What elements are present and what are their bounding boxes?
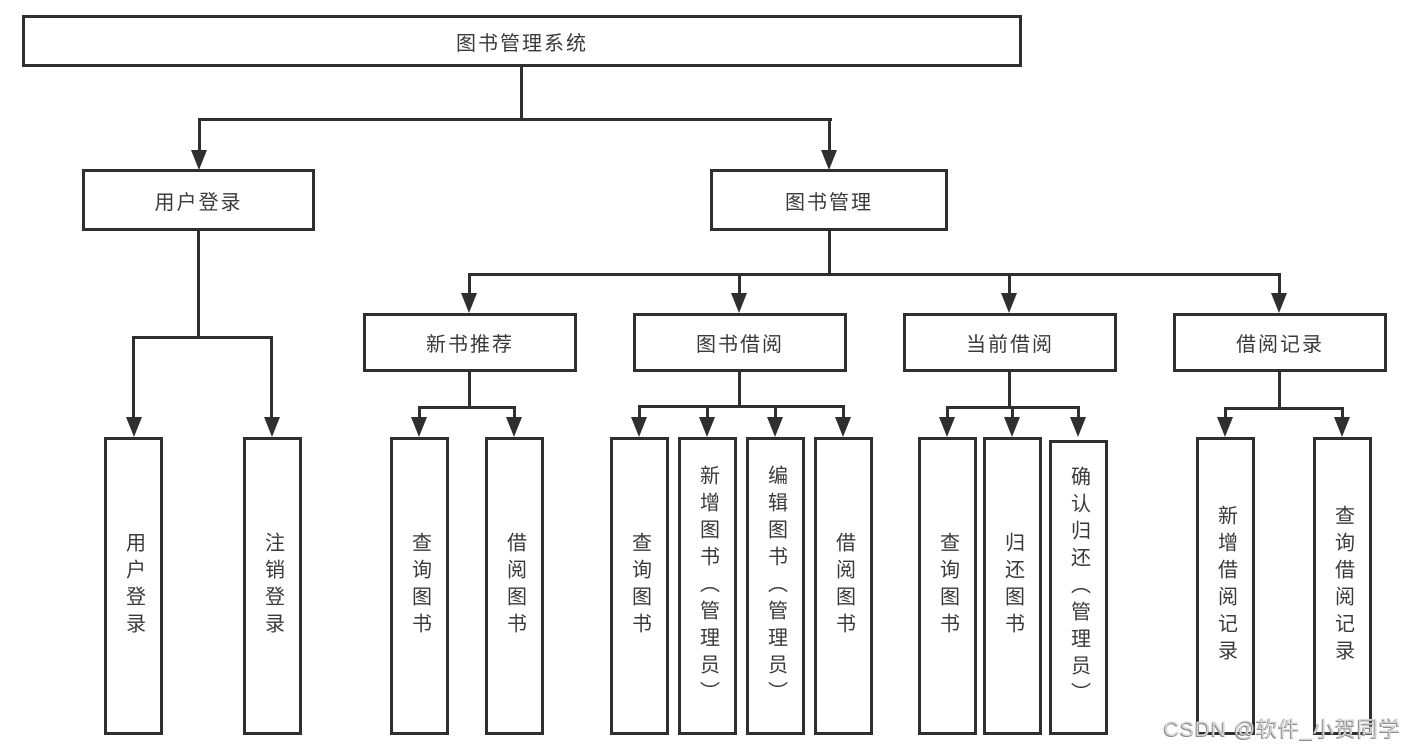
leaf-label: 借阅图书 [503, 532, 526, 640]
leaf-borrow-query-books: 查询图书 [610, 437, 669, 735]
connector-line [1077, 406, 1080, 417]
connector-line [638, 405, 844, 408]
connector-line [706, 405, 709, 417]
leaf-records-add-record: 新增借阅记录 [1196, 437, 1255, 735]
connector-line [1278, 372, 1281, 407]
leaf-newbook-borrow-books: 借阅图书 [485, 437, 544, 735]
leaf-label: 用户登录 [122, 532, 145, 640]
arrowhead [1004, 417, 1020, 437]
arrowhead [264, 417, 280, 437]
leaf-current-confirm-return-admin: 确认归还（管理员） [1049, 440, 1108, 735]
arrowhead [1001, 293, 1017, 313]
connector-line [828, 118, 831, 150]
arrowhead [1271, 293, 1287, 313]
leaf-current-return-books: 归还图书 [983, 437, 1042, 735]
leaf-label: 编辑图书（管理员） [764, 464, 787, 708]
arrowhead [835, 417, 851, 437]
leaf-user-login: 用户登录 [104, 437, 163, 735]
leaf-borrow-borrow-books: 借阅图书 [814, 437, 873, 735]
connector-line [774, 405, 777, 417]
leaf-label: 新增借阅记录 [1214, 505, 1237, 667]
leaf-borrow-add-book-admin: 新增图书（管理员） [678, 437, 737, 735]
arrowhead [461, 293, 477, 313]
connector-line [132, 336, 135, 417]
connector-line [638, 405, 641, 417]
leaf-label: 查询图书 [628, 532, 651, 640]
arrowhead [411, 417, 427, 437]
leaf-logout: 注销登录 [243, 437, 302, 735]
connector-line [418, 406, 421, 417]
arrowhead [821, 150, 837, 170]
arrowhead [1217, 417, 1233, 437]
leaf-current-query-books: 查询图书 [918, 437, 977, 735]
leaf-label: 查询图书 [936, 532, 959, 640]
connector-line [197, 231, 200, 336]
connector-line [1008, 273, 1011, 293]
connector-line [270, 336, 273, 417]
connector-line [1008, 372, 1011, 406]
arrowhead [1070, 417, 1086, 437]
node-current-borrow: 当前借阅 [903, 313, 1117, 372]
leaf-borrow-edit-book-admin: 编辑图书（管理员） [746, 437, 805, 735]
arrowhead [191, 150, 207, 170]
node-user-login: 用户登录 [82, 169, 315, 231]
leaf-newbook-query-books: 查询图书 [390, 437, 449, 735]
connector-line [1278, 273, 1281, 293]
node-root: 图书管理系统 [22, 15, 1022, 67]
leaf-label: 新增图书（管理员） [696, 464, 719, 708]
connector-line [468, 273, 471, 293]
leaf-label: 确认归还（管理员） [1067, 466, 1090, 709]
connector-line [1011, 406, 1014, 417]
connector-line [418, 406, 516, 409]
arrowhead [126, 417, 142, 437]
node-book-management: 图书管理 [710, 169, 948, 231]
connector-line [132, 336, 273, 339]
connector-line [738, 273, 741, 293]
connector-line [198, 118, 832, 121]
node-new-book-recommend: 新书推荐 [363, 313, 577, 372]
leaf-label: 借阅图书 [832, 532, 855, 640]
connector-line [1341, 407, 1344, 417]
node-borrow-records: 借阅记录 [1173, 313, 1387, 372]
connector-line [738, 372, 741, 405]
arrowhead [731, 293, 747, 313]
leaf-label: 归还图书 [1001, 532, 1024, 640]
arrowhead [1334, 417, 1350, 437]
connector-line [842, 405, 845, 417]
connector-line [1224, 407, 1227, 417]
connector-line [1224, 407, 1343, 410]
connector-line [520, 66, 523, 118]
connector-line [198, 118, 201, 150]
node-book-borrow: 图书借阅 [633, 313, 847, 372]
connector-line [468, 273, 1280, 276]
leaf-label: 查询图书 [408, 532, 431, 640]
arrowhead [699, 417, 715, 437]
connector-line [468, 372, 471, 406]
leaf-label: 注销登录 [261, 532, 284, 640]
connector-line [513, 406, 516, 417]
csdn-watermark: CSDN @软件_小贺同学 [1163, 718, 1401, 741]
leaf-records-query-record: 查询借阅记录 [1313, 437, 1372, 735]
arrowhead [939, 417, 955, 437]
arrowhead [631, 417, 647, 437]
connector-line [828, 231, 831, 273]
arrowhead [506, 417, 522, 437]
arrowhead [767, 417, 783, 437]
connector-line [946, 406, 949, 417]
leaf-label: 查询借阅记录 [1331, 505, 1354, 667]
